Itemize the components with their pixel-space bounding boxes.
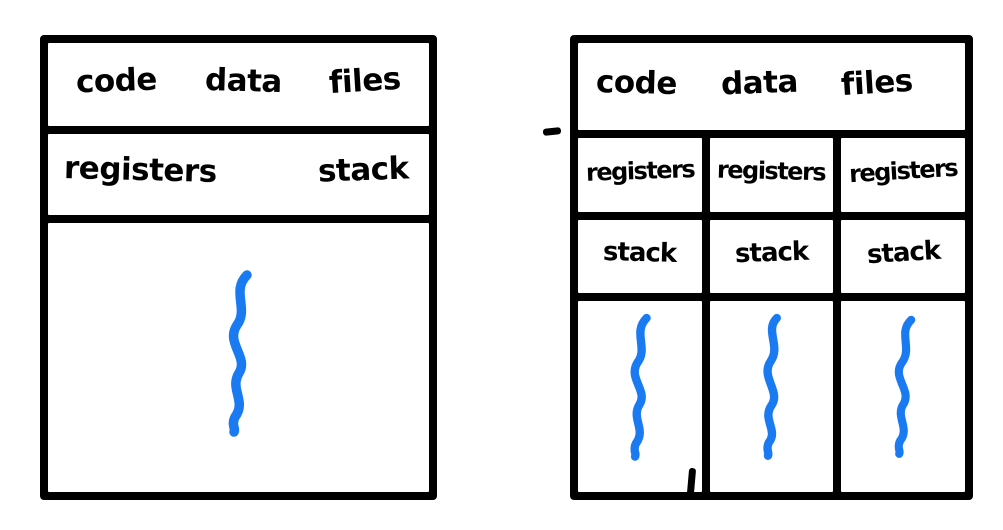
thread-state-row: registers stack	[48, 134, 429, 215]
thread-area	[48, 223, 429, 492]
registers-cell-3: registers	[841, 138, 965, 212]
files-label: files	[840, 62, 914, 104]
registers-label: registers	[585, 155, 695, 187]
data-label: data	[720, 63, 799, 103]
code-label: code	[595, 63, 678, 103]
registers-cell-2: registers	[709, 138, 834, 212]
stack-label: stack	[317, 150, 410, 190]
thread-squiggle-icon	[763, 313, 781, 460]
thread-area-1	[578, 301, 702, 492]
thread-area-3	[841, 301, 965, 492]
stack-label: stack	[602, 236, 677, 269]
stack-label: stack	[734, 236, 809, 269]
files-label: files	[328, 60, 403, 102]
registers-cell-1: registers	[578, 138, 702, 212]
data-label: data	[204, 62, 282, 100]
stray-pen-mark	[542, 127, 562, 136]
thread-squiggle-icon	[630, 313, 652, 461]
registers-label: registers	[848, 153, 959, 189]
registers-label: registers	[63, 150, 218, 190]
process-header-row: code data files	[48, 43, 429, 126]
multi-thread-process-box: code data files registers registers regi…	[570, 35, 973, 500]
single-thread-process-box: code data files registers stack	[40, 35, 437, 500]
thread-squiggle-icon	[228, 269, 252, 437]
process-header-row: code data files	[578, 43, 965, 130]
stack-cell-1: stack	[578, 220, 702, 293]
stack-cell-2: stack	[709, 220, 834, 293]
thread-area-2	[709, 301, 834, 492]
registers-label: registers	[717, 155, 826, 187]
code-label: code	[75, 61, 158, 101]
thread-squiggle-icon	[894, 315, 915, 458]
stack-cell-3: stack	[841, 220, 965, 293]
stack-label: stack	[865, 235, 941, 270]
